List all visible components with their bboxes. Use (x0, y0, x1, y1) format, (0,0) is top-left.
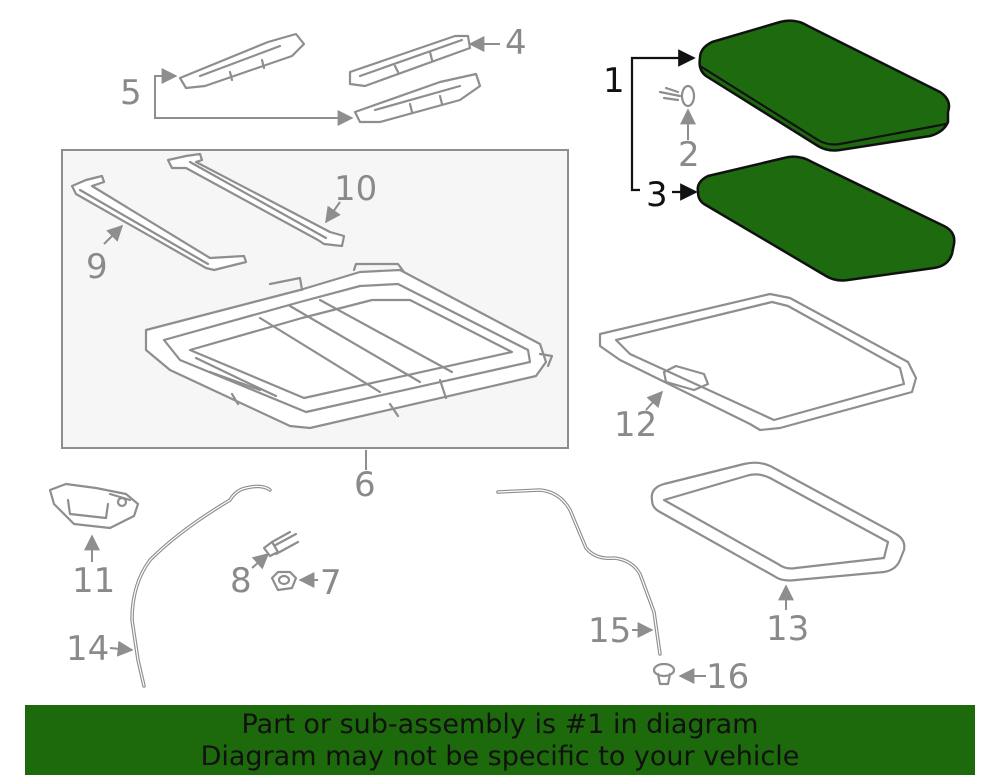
callout-15: 15 (588, 611, 631, 651)
callout-14: 14 (66, 629, 109, 669)
leader-9 (103, 224, 124, 245)
leader-1 (630, 49, 696, 78)
part-16-clip (652, 662, 676, 686)
callout-4: 4 (505, 23, 527, 63)
callout-2: 2 (678, 135, 700, 175)
part-9-rail (70, 174, 248, 272)
leader-14 (109, 640, 134, 657)
part-14-drain-hose (130, 484, 272, 688)
callout-1: 1 (603, 61, 625, 101)
part-5-brackets (178, 32, 482, 124)
callout-8: 8 (230, 561, 252, 601)
callout-5: 5 (120, 73, 142, 113)
banner-line-2: Diagram may not be specific to your vehi… (200, 741, 800, 772)
leader-8 (251, 552, 270, 570)
part-2-screw (658, 84, 696, 108)
info-banner: Part or sub-assembly is #1 in diagram Di… (25, 705, 975, 775)
part-11-motor (48, 482, 140, 530)
callout-3: 3 (646, 175, 668, 215)
sunroof-frame (144, 262, 554, 430)
callout-16: 16 (706, 657, 749, 697)
part-1-glass-assembly (698, 19, 951, 152)
part-8-bolt (262, 530, 300, 558)
callout-11: 11 (72, 561, 115, 601)
part-12-sunshade (598, 292, 918, 432)
leader-10 (325, 201, 341, 224)
callout-12: 12 (614, 405, 657, 445)
callout-13: 13 (766, 609, 809, 649)
part-15-drain-hose (496, 488, 662, 656)
part-7-nut (270, 570, 298, 592)
leader-12 (645, 390, 664, 411)
callout-7: 7 (320, 563, 342, 603)
callout-9: 9 (86, 247, 108, 287)
part-10-rail (166, 152, 346, 248)
parts-diagram: 5 4 2 1 3 9 10 (48, 19, 956, 697)
callout-6: 6 (354, 465, 376, 505)
part-13-seal (650, 461, 906, 582)
banner-line-1: Part or sub-assembly is #1 in diagram (241, 709, 759, 740)
leader-3 (630, 78, 640, 192)
callout-10: 10 (334, 169, 377, 209)
part-3-glass (696, 155, 956, 282)
